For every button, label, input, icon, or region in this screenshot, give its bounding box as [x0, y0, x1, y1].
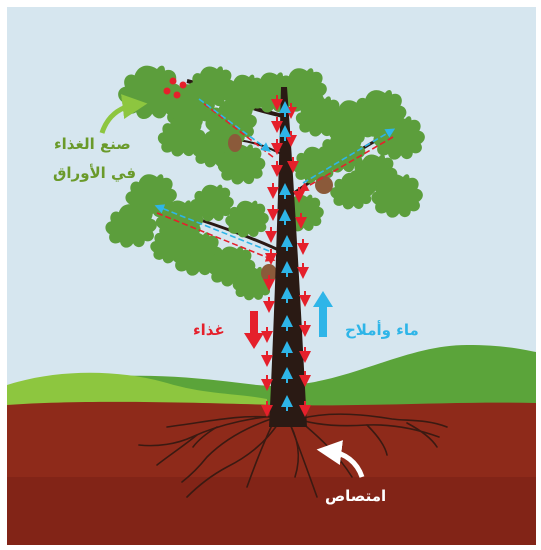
- soil-deep: [7, 477, 536, 545]
- food-label: غذاء: [193, 321, 225, 339]
- diagram-frame: صنع الغذاء في الأوراق غذاء ماء وأملاح ام…: [7, 7, 536, 545]
- leaves-label-line2: في الأوراق: [53, 164, 136, 182]
- tree-diagram: [7, 7, 536, 545]
- absorption-label: امتصاص: [325, 487, 386, 505]
- leaves-label-line1: صنع الغذاء: [54, 135, 131, 153]
- acorn: [228, 134, 242, 152]
- acorn: [315, 176, 333, 194]
- water-salts-label: ماء وأملاح: [345, 321, 419, 339]
